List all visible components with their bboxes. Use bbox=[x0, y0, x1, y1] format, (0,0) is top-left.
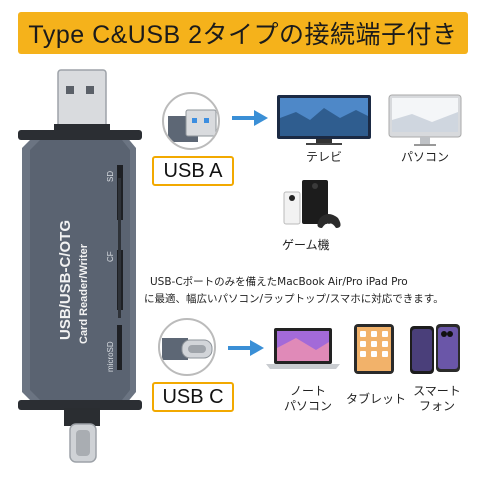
imac-icon bbox=[388, 94, 462, 146]
device-label-phone-2: フォン bbox=[418, 399, 455, 413]
usb-c-zoom-icon bbox=[162, 338, 213, 360]
tv-icon bbox=[277, 95, 371, 145]
usb-c-zoom-circle bbox=[158, 318, 216, 376]
description-line-1: USB-Cポートのみを備えたMacBook Air/Pro iPad Pro bbox=[150, 276, 408, 288]
device-label-phone: スマート フォン bbox=[402, 384, 472, 414]
tablet-icon bbox=[354, 324, 394, 374]
game-console-icon bbox=[283, 180, 341, 228]
compatibility-description: USB-Cポートのみを備えたMacBook Air/Pro iPad Pro に… bbox=[144, 274, 475, 308]
device-label-pc: パソコン bbox=[400, 150, 449, 164]
banner-title: Type C&USB 2タイプの接続端子付き bbox=[28, 21, 458, 49]
device-label-tv: テレビ bbox=[305, 150, 342, 164]
usb-a-zoom-circle bbox=[162, 92, 220, 150]
device-label-phone-1: スマート bbox=[413, 384, 461, 398]
reader-body bbox=[18, 130, 142, 410]
device-label-tablet-1: タブレット bbox=[345, 392, 406, 406]
slot-label-sd: SD bbox=[106, 171, 115, 182]
arrow-right-icon bbox=[228, 340, 264, 356]
smartphone-icon bbox=[410, 324, 460, 374]
laptop-icon bbox=[266, 328, 340, 369]
title-banner: Type C&USB 2タイプの接続端子付き bbox=[18, 12, 468, 54]
description-line-2: に最適、幅広いパソコン/ラップトップ/スマホに対応できます。 bbox=[144, 293, 444, 305]
usb-c-label: USB C bbox=[162, 385, 224, 408]
slot-label-cf: CF bbox=[106, 251, 115, 262]
usb-a-label: USB A bbox=[163, 159, 223, 182]
usb-c-plug bbox=[64, 408, 100, 463]
device-label-laptop: ノート パソコン bbox=[278, 384, 338, 414]
usb-a-label-box: USB A bbox=[152, 156, 234, 186]
reader-line-2: Card Reader/Writer bbox=[78, 243, 90, 344]
device-label-laptop-1: ノート bbox=[289, 384, 326, 398]
slot-label-microsd: microSD bbox=[106, 341, 115, 372]
usb-a-plug bbox=[54, 69, 110, 136]
device-label-tablet: タブレット bbox=[338, 392, 414, 407]
usb-a-zoom-icon bbox=[168, 109, 217, 142]
usb-c-label-box: USB C bbox=[152, 382, 234, 412]
device-label-game: ゲーム機 bbox=[282, 238, 330, 252]
arrow-right-icon bbox=[232, 110, 268, 126]
device-label-laptop-2: パソコン bbox=[283, 399, 332, 413]
reader-line-1: USB/USB-C/OTG bbox=[57, 220, 74, 340]
